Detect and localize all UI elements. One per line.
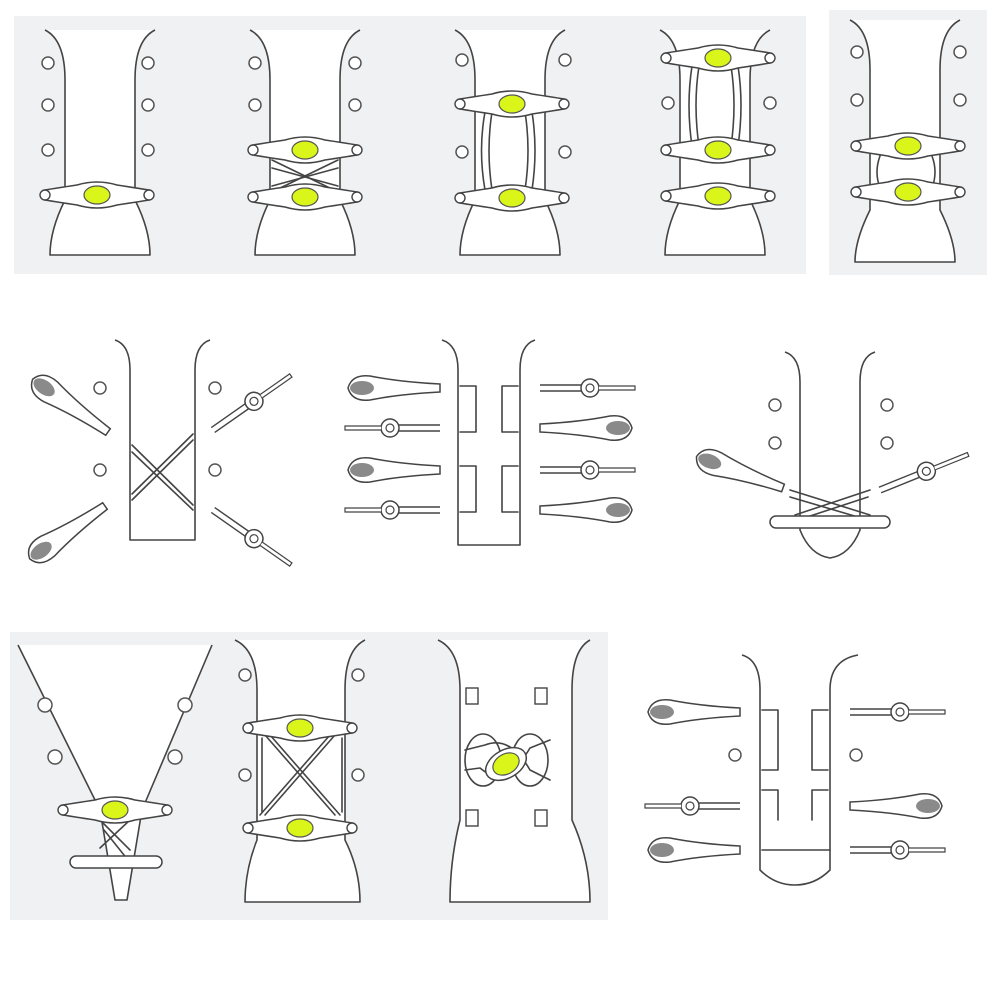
- diagram-11-twisted-center: [437, 639, 591, 903]
- diagram-9-v-shape: [17, 644, 213, 901]
- diagram-3-ladder-pair: [454, 29, 572, 256]
- lock-clip: [492, 752, 520, 776]
- lace-ring-end: [849, 702, 946, 722]
- lace-ring-end: [344, 500, 441, 520]
- lace-ring-end: [875, 445, 973, 500]
- lace-tip-end: [539, 497, 633, 523]
- lace-ring-end: [849, 840, 946, 860]
- lace-tip-end: [24, 368, 116, 443]
- lace-tip-end: [21, 495, 113, 570]
- lace-tip-end: [647, 699, 741, 725]
- diagram-4-ladder-triple: [659, 29, 777, 256]
- diagram-2-cross-clips: [247, 29, 363, 256]
- lace-tip-end: [347, 457, 441, 483]
- diagram-5-short-pair: [849, 19, 967, 263]
- diagram-6-cross-threading: [21, 339, 297, 573]
- lace-ring-end: [539, 378, 636, 398]
- lace-ring-end: [207, 501, 297, 573]
- lace-tip-end: [691, 444, 788, 501]
- lace-ring-end: [539, 460, 636, 480]
- diagram-10-x-cross: [234, 639, 366, 903]
- lace-ring-end: [207, 367, 297, 439]
- lace-ring-end: [644, 796, 741, 816]
- lace-tip-end: [849, 793, 943, 819]
- lace-tip-end: [647, 837, 741, 863]
- lace-tip-end: [539, 415, 633, 441]
- diagram-8-bottom-bar-cross: [691, 351, 973, 559]
- diagram-12-straight-bottom-bar: [644, 654, 946, 886]
- lace-ring-end: [344, 418, 441, 438]
- lace-tip-end: [347, 375, 441, 401]
- diagram-1-single-clip: [39, 29, 156, 256]
- diagram-7-straight-threading: [344, 339, 636, 546]
